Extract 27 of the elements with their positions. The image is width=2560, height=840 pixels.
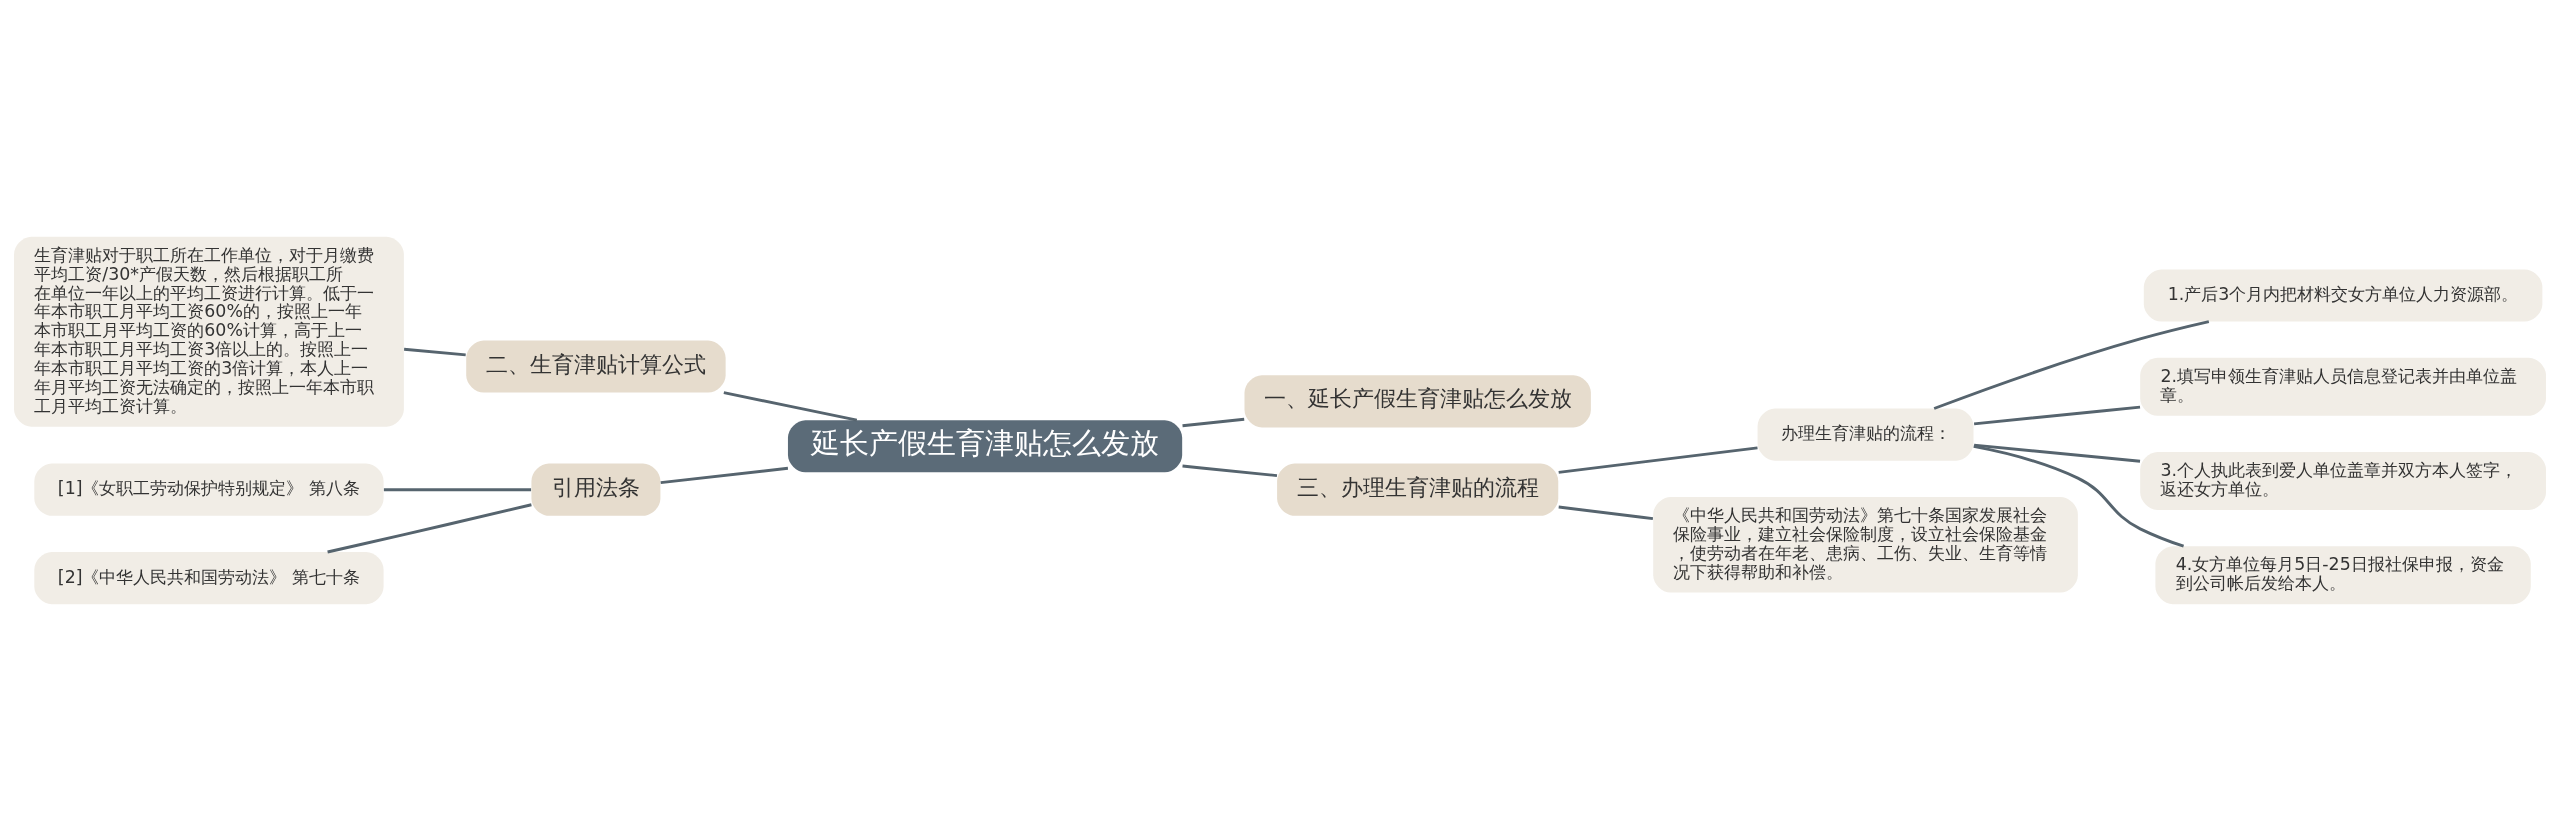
node-box: 延长产假生育津贴怎么发放	[787, 419, 1183, 472]
connector	[723, 390, 858, 421]
connector	[1558, 505, 1654, 520]
connector	[1933, 319, 2210, 410]
node-box: 一、延长产假生育津贴怎么发放	[1244, 374, 1591, 427]
connector	[404, 347, 466, 356]
connector	[1182, 464, 1278, 477]
connector	[1973, 405, 2141, 425]
node-box: 4.女方单位每月5日-25日报社保申报，资金到公司帐后发给本人。	[2155, 545, 2531, 604]
node-box: 二、生育津贴计算公式	[466, 339, 726, 393]
connector	[383, 487, 532, 491]
connector	[1973, 444, 2185, 548]
node-box: 1.产后3个月内把材料交女方单位人力资源部。	[2143, 268, 2543, 322]
connector	[660, 466, 789, 484]
connector	[327, 502, 532, 553]
node-box: 生育津贴对于职工所在工作单位，对于月缴费平均工资/30*产假天数，然后根据职工所在单位一年以上的平均工资进行计算。低于一年本市职工月平均工资60%的，按照上一年本市职工月平均工资的60%计算，高于上一年本市职工月平均工资3倍以上的。按照上一年本市职工月平均工资的3倍计算，本人上一年月平均工资无法确定的，按照上一年本市职工月平均工资计算。	[14, 236, 404, 427]
node-box: 3.个人执此表到爱人单位盖章并双方本人签字，返还女方单位。	[2140, 451, 2546, 510]
connector	[1182, 417, 1245, 427]
node-box: 引用法条	[531, 463, 661, 516]
node-box: 办理生育津贴的流程：	[1757, 408, 1974, 461]
connector	[1973, 443, 2141, 463]
node-box: 2.填写申领生育津贴人员信息登记表并由单位盖章。	[2140, 357, 2546, 416]
node-box: 三、办理生育津贴的流程	[1277, 463, 1559, 516]
connector	[1558, 445, 1758, 474]
node-box: 《中华人民共和国劳动法》第七十条国家发展社会保险事业，建立社会保险制度，设立社会保险基金，使劳动者在年老、患病、工伤、失业、生育等情况下获得帮助和补偿。	[1653, 496, 2078, 593]
node-box: [2]《中华人民共和国劳动法》 第七十条	[34, 551, 384, 604]
node-box: [1]《女职工劳动保护特别规定》 第八条	[34, 463, 384, 516]
